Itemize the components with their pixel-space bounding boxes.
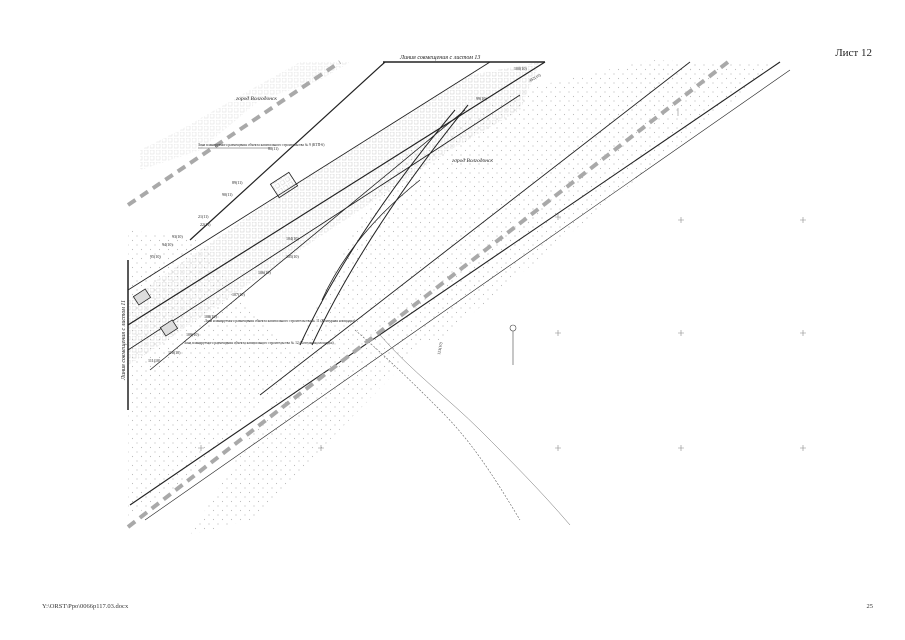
zone-note-12: Зона планируемого размещения объекта кап… bbox=[184, 341, 334, 345]
footer-file-path: Y:\ORST\Ppo\0066p117.03.docx bbox=[42, 603, 129, 610]
point-labels: 100(10) 88(11) 89(11) 90(11) 21(11) 22(1… bbox=[148, 66, 542, 363]
point-label: 123(10) bbox=[436, 341, 443, 355]
point-label: 109(10) bbox=[186, 332, 199, 337]
boundary-dashed-upper bbox=[126, 60, 342, 207]
point-label: 100(10) bbox=[514, 66, 527, 71]
corridor-line-5 bbox=[149, 109, 466, 371]
road-line-1 bbox=[129, 61, 781, 506]
point-label: 105(10) bbox=[286, 254, 299, 259]
urban-built-up-area bbox=[128, 62, 540, 365]
point-label: 21(11) bbox=[198, 214, 209, 219]
grid-crosses bbox=[198, 108, 806, 451]
match-line-left-label: Линия совмещения с листом 11 bbox=[121, 300, 127, 381]
point-label: 104(10) bbox=[286, 236, 299, 241]
match-line-top-label: Линия совмещения с листом 13 bbox=[399, 55, 480, 61]
city-label-1: город Волгодонск bbox=[236, 95, 277, 102]
stream-line-2 bbox=[379, 334, 571, 526]
stream-line bbox=[354, 329, 521, 521]
zone-12-marker bbox=[159, 319, 179, 337]
corridor-line-1 bbox=[128, 61, 546, 326]
point-label: 88(11) bbox=[268, 146, 279, 151]
sheet-label: Лист 12 bbox=[835, 47, 872, 59]
point-label: 93(10) bbox=[172, 234, 183, 239]
point-label: 107(10) bbox=[232, 292, 245, 297]
point-label: 452(10) bbox=[528, 72, 542, 83]
curved-access-road-2 bbox=[321, 179, 421, 301]
page-number: 25 bbox=[866, 603, 874, 610]
boundary-dashed-lower bbox=[126, 60, 730, 529]
point-label: 90(11) bbox=[222, 192, 233, 197]
zone-9-marker bbox=[269, 171, 299, 199]
zone-note-11: Зона планируемого размещения объекта кап… bbox=[205, 319, 356, 323]
vegetation-area-right-band bbox=[400, 62, 780, 340]
corridor-line-4 bbox=[189, 61, 386, 241]
zone-11-marker bbox=[132, 288, 152, 306]
corridor-line-2 bbox=[128, 94, 521, 351]
zone-note-9: Зона планируемого размещения объекта кап… bbox=[198, 143, 325, 147]
road-line-3 bbox=[259, 61, 691, 396]
road-line-2 bbox=[144, 69, 791, 521]
point-label: 99(10) bbox=[476, 96, 487, 101]
point-label: 89(11) bbox=[232, 180, 243, 185]
city-label-2: город Волгодонск bbox=[452, 157, 493, 164]
point-label: 111(10) bbox=[148, 358, 161, 363]
corridor-line-3 bbox=[128, 61, 491, 291]
point-label: 110(10) bbox=[168, 350, 181, 355]
point-label: 95(10) bbox=[150, 254, 161, 259]
curved-access-road bbox=[299, 104, 469, 346]
urban-top-left-area bbox=[140, 62, 350, 170]
point-label: 22(11) bbox=[200, 222, 211, 227]
north-marker bbox=[509, 324, 517, 365]
point-label: 108(10) bbox=[204, 314, 217, 319]
point-label: 94(10) bbox=[162, 242, 173, 247]
point-label: 106(10) bbox=[258, 270, 271, 275]
